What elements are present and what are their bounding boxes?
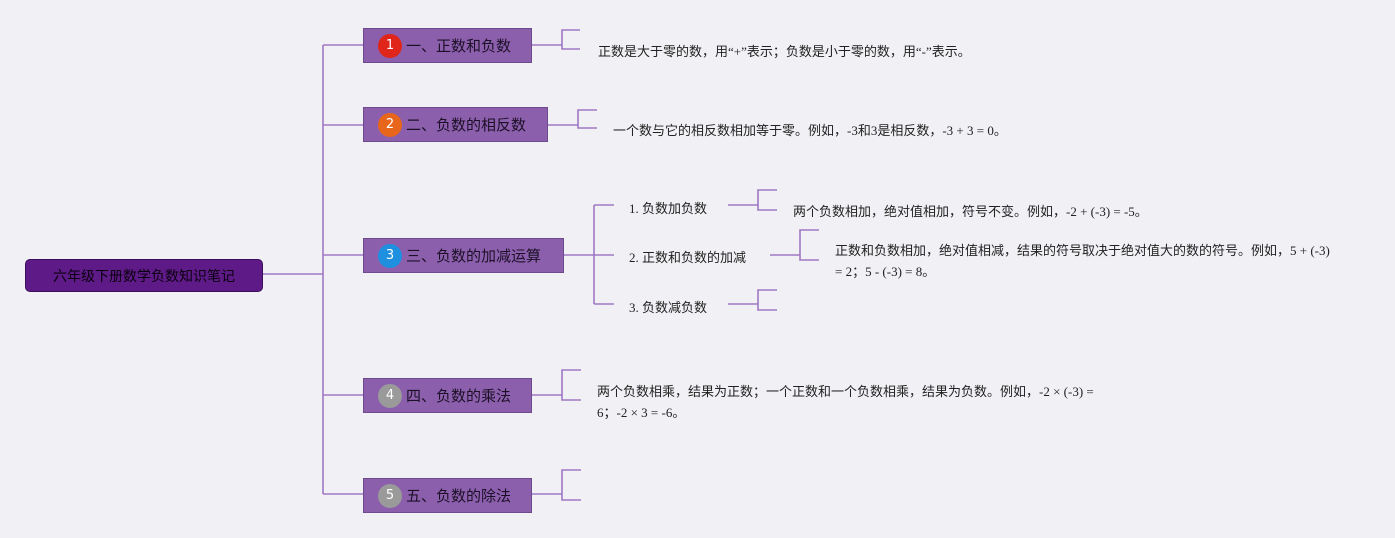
connector-line <box>561 369 581 401</box>
number-4-icon: 4 <box>378 383 402 408</box>
connector-line <box>561 29 580 50</box>
topic-3-title: 三、负数的加减运算 <box>406 247 542 265</box>
topic-1[interactable]: 1 一、正数和负数 <box>363 28 532 63</box>
subtopic-3-3-title: 3. 负数减负数 <box>629 299 708 315</box>
number-5-icon: 5 <box>378 483 402 508</box>
subtopic-3-1[interactable]: 1. 负数加负数 <box>629 197 707 217</box>
root-title: 六年级下册数学负数知识笔记 <box>53 268 235 285</box>
subtopic-3-1-title: 1. 负数加负数 <box>629 200 708 216</box>
subtopic-3-2[interactable]: 2. 正数和负数的加减 <box>629 246 746 266</box>
topic-5[interactable]: 5 五、负数的除法 <box>363 478 532 513</box>
topic-2-title: 二、负数的相反数 <box>406 116 527 134</box>
connector-line <box>799 229 819 261</box>
topic-1-title: 一、正数和负数 <box>406 37 512 55</box>
topic-2-note: 一个数与它的相反数相加等于零。例如，-3和3是相反数，-3 + 3 = 0。 <box>613 123 1007 138</box>
subtopic-3-2-title: 2. 正数和负数的加减 <box>629 249 747 265</box>
connector-line <box>757 189 777 211</box>
topic-1-note: 正数是大于零的数，用“+”表示；负数是小于零的数，用“-”表示。 <box>598 44 971 59</box>
topic-4-title: 四、负数的乘法 <box>406 387 512 405</box>
connector-line <box>561 469 581 501</box>
subtopic-3-1-note: 两个负数相加，绝对值相加，符号不变。例如，-2 + (-3) = -5。 <box>793 204 1148 219</box>
number-2-icon: 2 <box>378 112 402 137</box>
subtopic-3-3[interactable]: 3. 负数减负数 <box>629 296 707 316</box>
topic-4-note: 两个负数相乘，结果为正数；一个正数和一个负数相乘，结果为负数。例如，-2 × (… <box>597 384 1094 420</box>
topic-4[interactable]: 4 四、负数的乘法 <box>363 378 532 413</box>
number-3-icon: 3 <box>378 243 402 268</box>
topic-3[interactable]: 3 三、负数的加减运算 <box>363 238 564 273</box>
subtopic-3-2-note: 正数和负数相加，绝对值相减，结果的符号取决于绝对值大的数的符号。例如，5 + (… <box>835 243 1330 279</box>
number-1-icon: 1 <box>378 33 402 58</box>
topic-2[interactable]: 2 二、负数的相反数 <box>363 107 548 142</box>
topic-5-title: 五、负数的除法 <box>406 487 512 505</box>
root-topic[interactable]: 六年级下册数学负数知识笔记 <box>25 259 263 292</box>
connector-line <box>757 289 777 311</box>
connector-line <box>577 109 597 129</box>
